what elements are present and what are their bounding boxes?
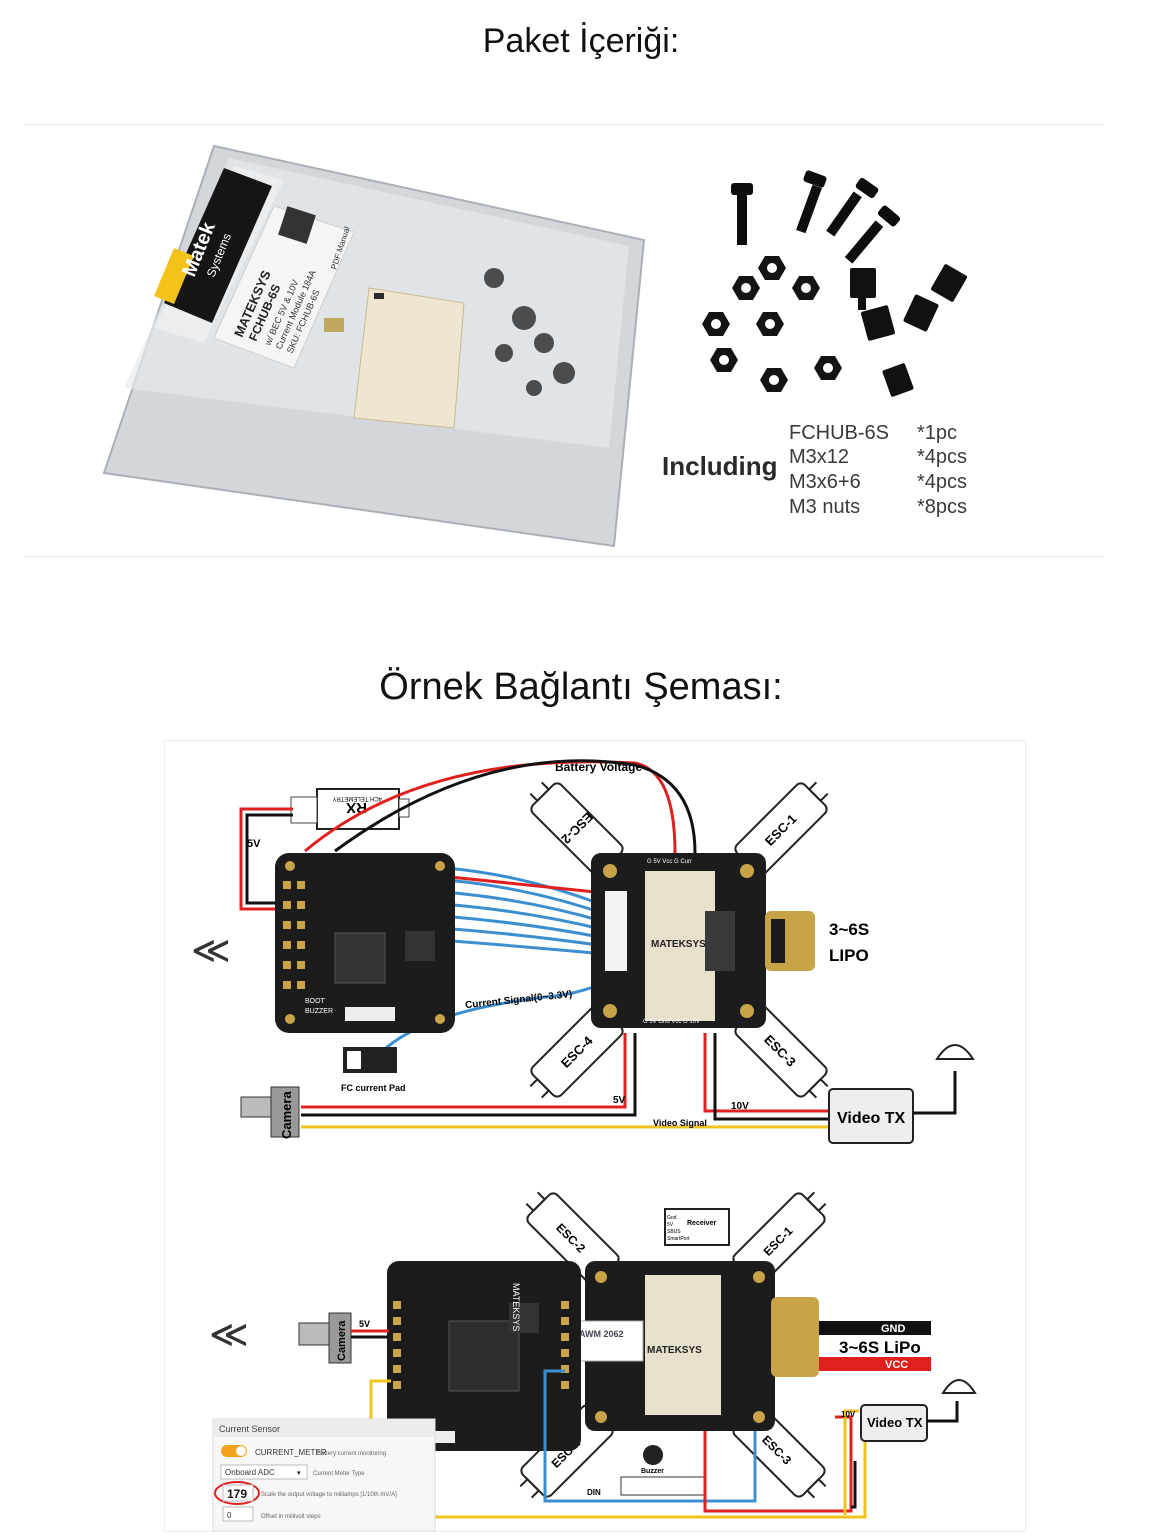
offset-desc: Offset in millivolt steps [261,1514,321,1520]
camera-5v-label: 5V [359,1319,370,1329]
flight-controller-top: BOOT BUZZER [275,853,455,1033]
m3-nuts [702,256,842,392]
scale-desc: Scale the output voltage to milliamps [1… [261,1492,397,1498]
esc-2: ESC-2 [516,1182,630,1296]
svg-text:10V: 10V [841,1410,856,1419]
led-strip [620,1476,706,1496]
camera-top: Camera [240,1086,300,1139]
m3x6-standoffs [850,264,968,397]
svg-text:MATEKSYS: MATEKSYS [647,1345,702,1356]
fc-current-pad-label: FC current Pad [341,1083,406,1093]
video-signal-label: Video Signal [653,1118,707,1128]
svg-text:G 5V Gnd Vcc G 10V: G 5V Gnd Vcc G 10V [643,1019,700,1025]
direction-arrow-icon: ≪ [191,930,231,972]
gnd-label: GND [881,1323,906,1335]
svg-text:MATEKSYS: MATEKSYS [511,1283,521,1331]
svg-text:179: 179 [227,1487,247,1501]
svg-text:MATEKSYS: MATEKSYS [651,939,706,950]
flight-controller-bottom: MATEKSYS [387,1261,581,1451]
toggle-label: CURRENT_METER [255,1448,327,1457]
item-qty: *8pcs [917,496,967,518]
panel-title: Current Sensor [219,1424,280,1434]
svg-text:AWM 2062: AWM 2062 [579,1329,624,1339]
esc-4: ESC-4 [520,994,634,1108]
buzzer [643,1445,663,1465]
item-qty: *1pc [917,422,957,444]
wiring-diagram: ≪ RX 4CH TELEMETRY 5V Battery Voltage [164,740,1026,1532]
package-contents-title: Paket İçeriği: [482,22,680,60]
rx-receiver: RX 4CH TELEMETRY [290,788,410,830]
divider [24,124,1104,125]
svg-text:Video TX: Video TX [837,1110,905,1127]
bottom-diagram: ≪ Receiver Gnd 5V SBUS SmartPort ESC-2 E… [209,1182,977,1519]
m3x12-bolts [731,170,901,264]
item-name: FCHUB-6S [789,422,889,444]
item-qty: *4pcs [917,471,967,493]
svg-text:Onboard ADC: Onboard ADC [225,1468,275,1477]
scale-input[interactable] [222,1484,254,1502]
rx-5v-label: 5V [247,838,261,850]
vcc-label: VCC [885,1359,908,1371]
svg-text:Video TX: Video TX [867,1415,923,1430]
svg-text:Camera: Camera [336,1320,348,1361]
item-name: M3 nuts [789,496,860,518]
svg-text:0: 0 [227,1511,232,1520]
receiver-bottom: Receiver Gnd 5V SBUS SmartPort [664,1208,730,1246]
select-desc: Current Meter Type [313,1471,365,1477]
svg-text:BOOT: BOOT [305,998,326,1005]
esc-2: ESC-2 [520,772,634,886]
current-signal-label: Current Signal(0~3.3V) [465,989,573,1011]
vtx-10v-label: 10V [731,1101,749,1112]
svg-text:Camera: Camera [279,1091,294,1139]
fchub-6s-board-top: MATEKSYS G 5V Vcc G Curr G 5V Gnd Vcc G … [591,853,815,1028]
item-qty: *4pcs [917,446,967,468]
anti-static-bag: Matek Systems MATEKSYS FCHUB-6S w/ BEC 5… [102,144,646,548]
offset-input[interactable] [222,1506,254,1522]
esc-1: ESC-1 [724,772,838,886]
esc-3: ESC-3 [724,994,838,1108]
svg-text:5V: 5V [667,1222,674,1228]
package-contents-photo: Matek Systems MATEKSYS FCHUB-6S w/ BEC 5… [24,128,1104,554]
item-name: M3x6+6 [789,471,861,493]
svg-text:G 5V Vcc G Curr: G 5V Vcc G Curr [647,859,692,865]
direction-arrow-icon: ≪ [209,1314,249,1356]
chevron-down-icon: ▾ [297,1470,301,1477]
esc-1: ESC-1 [722,1182,836,1296]
highlight-circle [214,1481,260,1505]
svg-text:Gnd: Gnd [667,1215,677,1221]
camera-5v-label: 5V [613,1095,626,1106]
toggle-desc: Battery current monitoring [317,1451,386,1457]
divider [24,556,1104,557]
lipo-label: 3~6S [829,920,869,939]
top-diagram: ≪ RX 4CH TELEMETRY 5V Battery Voltage [191,759,975,1144]
video-tx-top: Video TX [828,1044,975,1144]
lipo-label: 3~6S LiPo [839,1338,921,1357]
svg-text:4CH TELEMETRY: 4CH TELEMETRY [333,795,382,801]
svg-text:BUZZER: BUZZER [305,1008,333,1015]
lipo-label: LIPO [829,946,869,965]
current-sensor-panel: Current Sensor CURRENT_METER Battery cur… [212,1418,436,1532]
buzzer-label: Buzzer [641,1468,664,1475]
camera-bottom: Camera [298,1312,352,1364]
esc-3: ESC-3 [722,1394,836,1508]
svg-text:Receiver: Receiver [687,1220,716,1227]
wiring-diagram-title: Örnek Bağlantı Şeması: [379,666,783,708]
svg-text:SmartPort: SmartPort [667,1236,690,1242]
including-title: Including [662,451,778,481]
din-label: DIN [587,1488,601,1497]
meter-type-select[interactable] [220,1464,308,1480]
item-name: M3x12 [789,446,849,468]
video-tx-bottom: Video TX 10V [841,1379,977,1515]
svg-text:SBUS: SBUS [667,1229,681,1235]
fchub-6s-board-bottom: MATEKSYS AWM 2062 [572,1261,819,1431]
